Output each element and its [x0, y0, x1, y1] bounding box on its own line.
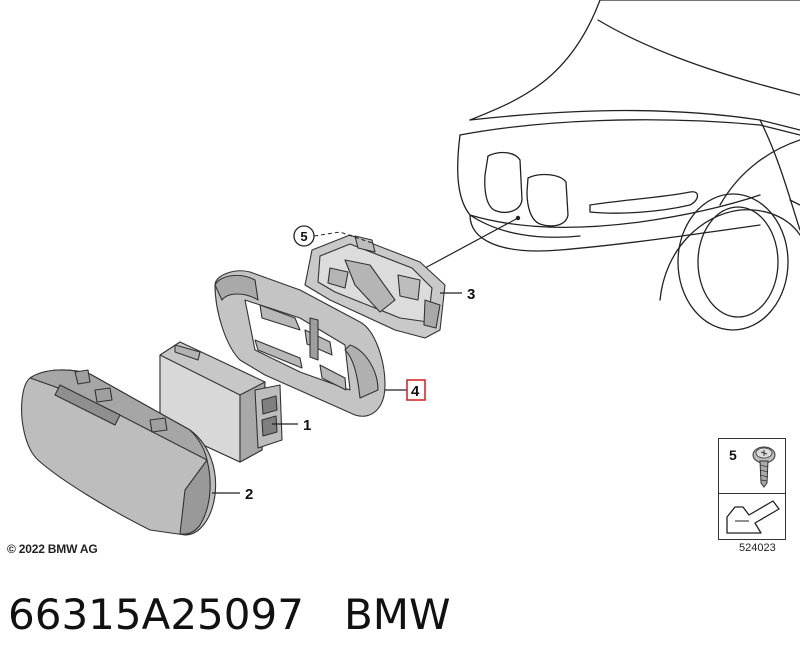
- part-4-frame: [214, 270, 386, 417]
- callout-4-label: 4: [411, 383, 420, 400]
- legend-divider: [719, 493, 785, 494]
- callout-1-label: 1: [303, 417, 311, 434]
- screw-icon: [752, 446, 776, 488]
- callout-5-circle: [293, 225, 315, 247]
- legend-item-number: 5: [729, 447, 737, 463]
- leader-5: [313, 231, 373, 244]
- part-3-bracket: [304, 234, 446, 339]
- brand-name: BMW: [343, 590, 451, 639]
- footer: 66315A25097 BMW: [8, 590, 451, 639]
- copyright-text: © 2022 BMW AG: [7, 542, 98, 556]
- arrow-symbol-icon: [726, 500, 780, 534]
- reference-number: 524023: [739, 542, 776, 554]
- callout-2-label: 2: [245, 486, 253, 503]
- callout-5-label: 5: [300, 229, 307, 244]
- part-2-cover: [21, 369, 217, 536]
- car-front-outline: [457, 0, 800, 331]
- callout-3-label: 3: [467, 286, 475, 303]
- leader-car: [424, 217, 519, 269]
- part-number: 66315A25097: [8, 590, 304, 639]
- legend-box: 5: [718, 438, 786, 540]
- callout-4-highlight: [406, 379, 426, 401]
- leader-dot: [515, 215, 521, 221]
